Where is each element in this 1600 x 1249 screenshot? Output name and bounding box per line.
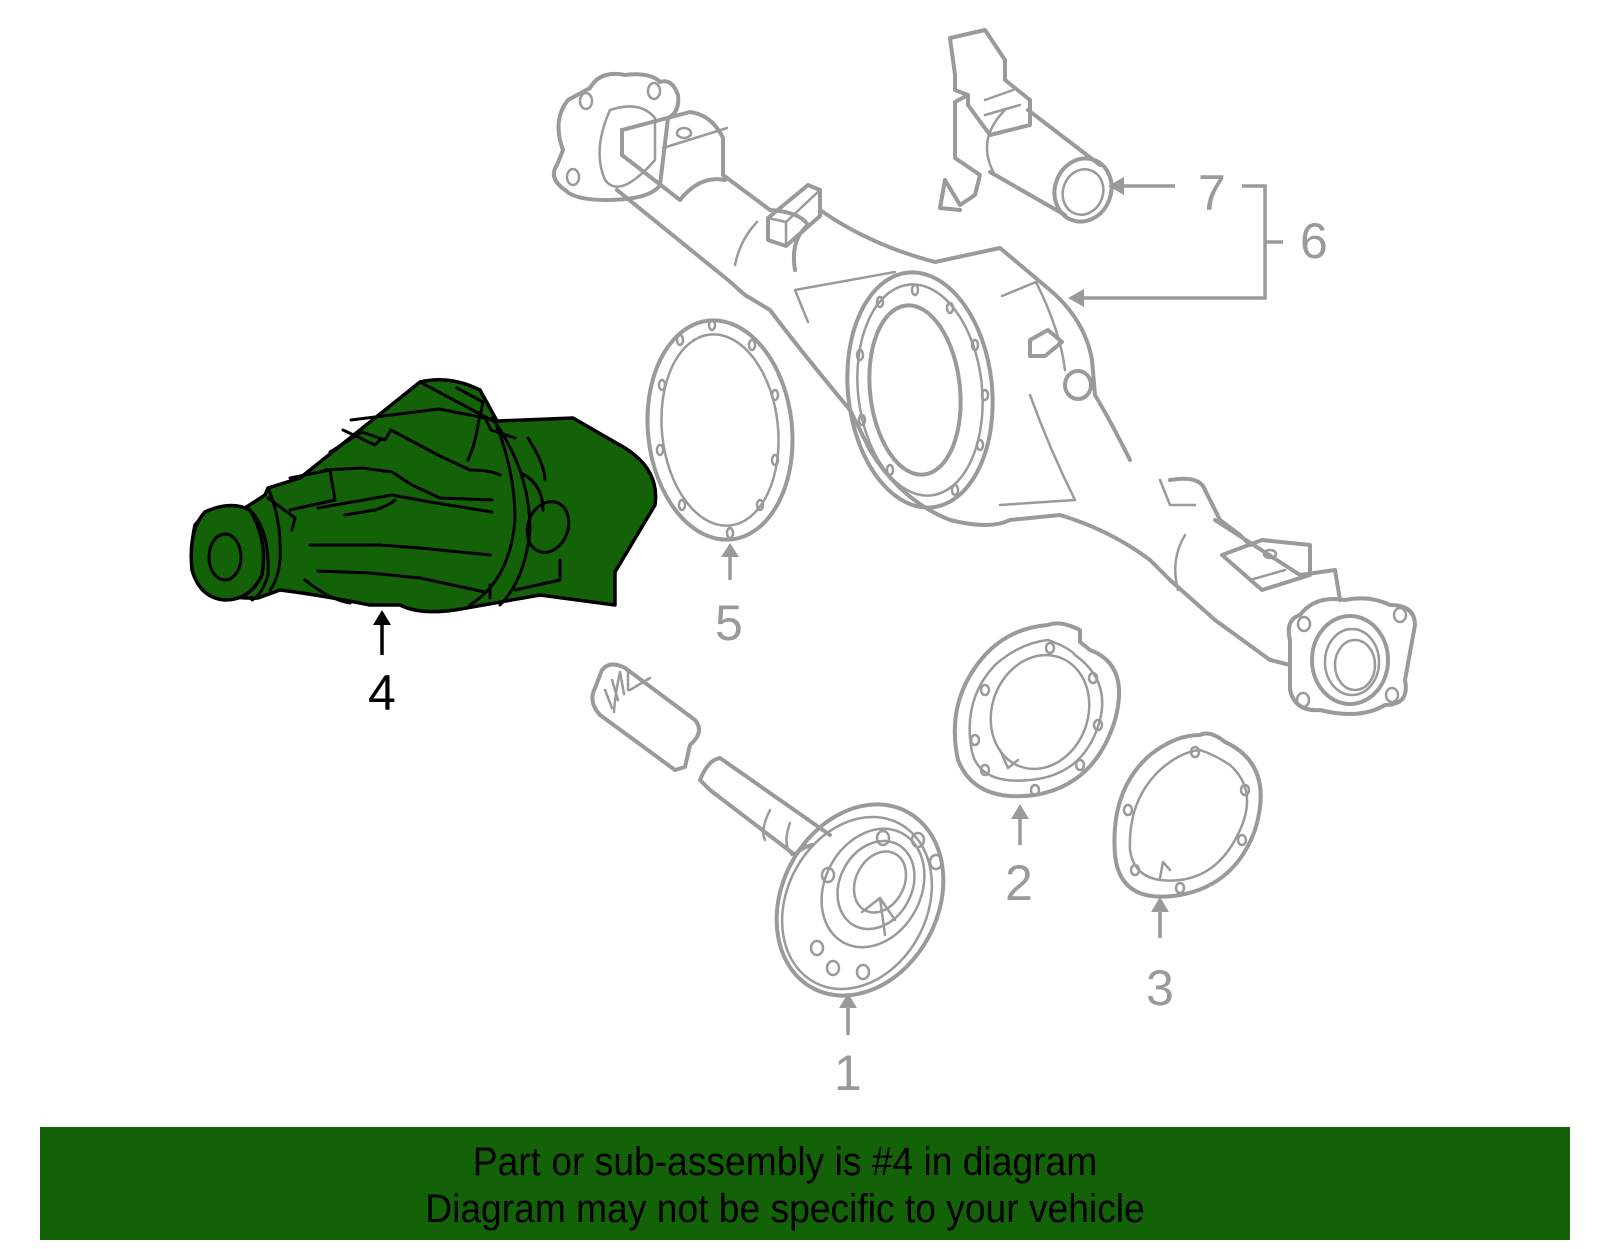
callout-number-1: 1	[834, 1045, 862, 1101]
differential-carrier-part-4[interactable]	[189, 378, 658, 614]
info-banner: Part or sub-assembly is #4 in diagram Di…	[40, 1127, 1570, 1240]
axle-housing-part-6[interactable]	[551, 71, 1417, 716]
axle-shaft-part-1[interactable]	[590, 662, 975, 1024]
callout-4: 4	[368, 610, 396, 721]
callout-7: 7	[1108, 165, 1226, 221]
callout-5: 5	[715, 543, 743, 651]
bracket-part-7[interactable]	[938, 28, 1120, 230]
banner-line-1: Part or sub-assembly is #4 in diagram	[472, 1140, 1098, 1184]
callout-number-5: 5	[715, 595, 743, 651]
retainer-part-2[interactable]	[952, 621, 1122, 799]
callout-number-3: 3	[1146, 960, 1174, 1016]
banner-line-2: Diagram may not be specific to your vehi…	[425, 1187, 1145, 1231]
callout-number-2: 2	[1005, 855, 1033, 911]
callout-number-7: 7	[1198, 165, 1226, 221]
callout-3: 3	[1146, 897, 1174, 1016]
callout-6-bracket: 6	[1068, 184, 1328, 307]
callout-number-6: 6	[1300, 213, 1328, 269]
gasket-part-5[interactable]	[637, 313, 803, 547]
callout-2: 2	[1005, 804, 1033, 911]
callout-1: 1	[834, 993, 862, 1101]
callout-number-4: 4	[368, 665, 396, 721]
gasket-part-3[interactable]	[1112, 731, 1263, 899]
